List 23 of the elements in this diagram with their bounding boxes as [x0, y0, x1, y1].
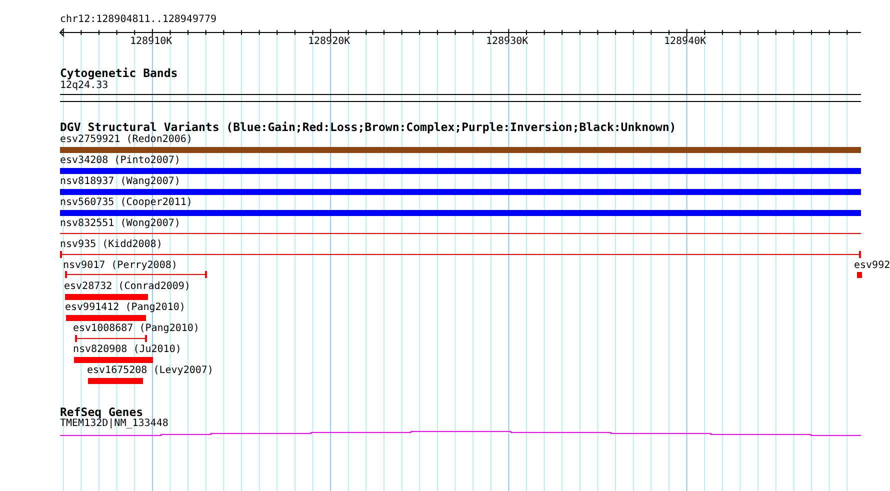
track-label: nsv832551 (Wong2007) — [60, 218, 180, 230]
track-label: esv2759921 (Redon2006) — [60, 134, 192, 146]
track-label: TMEM132D|NM_133448 — [60, 418, 168, 430]
track-label: nsv935 (Kidd2008) — [60, 239, 162, 251]
tick-label: 128910K — [130, 36, 172, 48]
tick-label: 128930K — [486, 36, 528, 48]
track-label: nsv560735 (Cooper2011) — [60, 197, 192, 209]
track-label: esv28732 (Conrad2009) — [64, 281, 190, 293]
tick-label: 128940K — [664, 36, 706, 48]
track-label: esv1675208 (Levy2007) — [87, 365, 214, 377]
coordinate-range: chr12:128904811..128949779 — [60, 14, 217, 26]
tick-label: 128920K — [308, 36, 350, 48]
track-label: esv991412 (Pang2010) — [65, 302, 186, 314]
track-label: esv34208 (Pinto2007) — [60, 155, 180, 167]
track-label: nsv820908 (Ju2010) — [73, 344, 182, 356]
track-label: esv992 — [854, 260, 890, 272]
track-label: nsv818937 (Wang2007) — [60, 176, 180, 188]
track-label: 12q24.33 — [60, 80, 108, 92]
track-label: esv1008687 (Pang2010) — [73, 323, 200, 335]
track-title: DGV Structural Variants (Blue:Gain;Red:Loss;Brown:Complex;Purple:Inversion;Black:Unknown) — [60, 121, 676, 134]
track-title: Cytogenetic Bands — [60, 67, 178, 80]
track-title: RefSeq Genes — [60, 406, 144, 419]
track-label: nsv9017 (Perry2008) — [63, 260, 178, 272]
